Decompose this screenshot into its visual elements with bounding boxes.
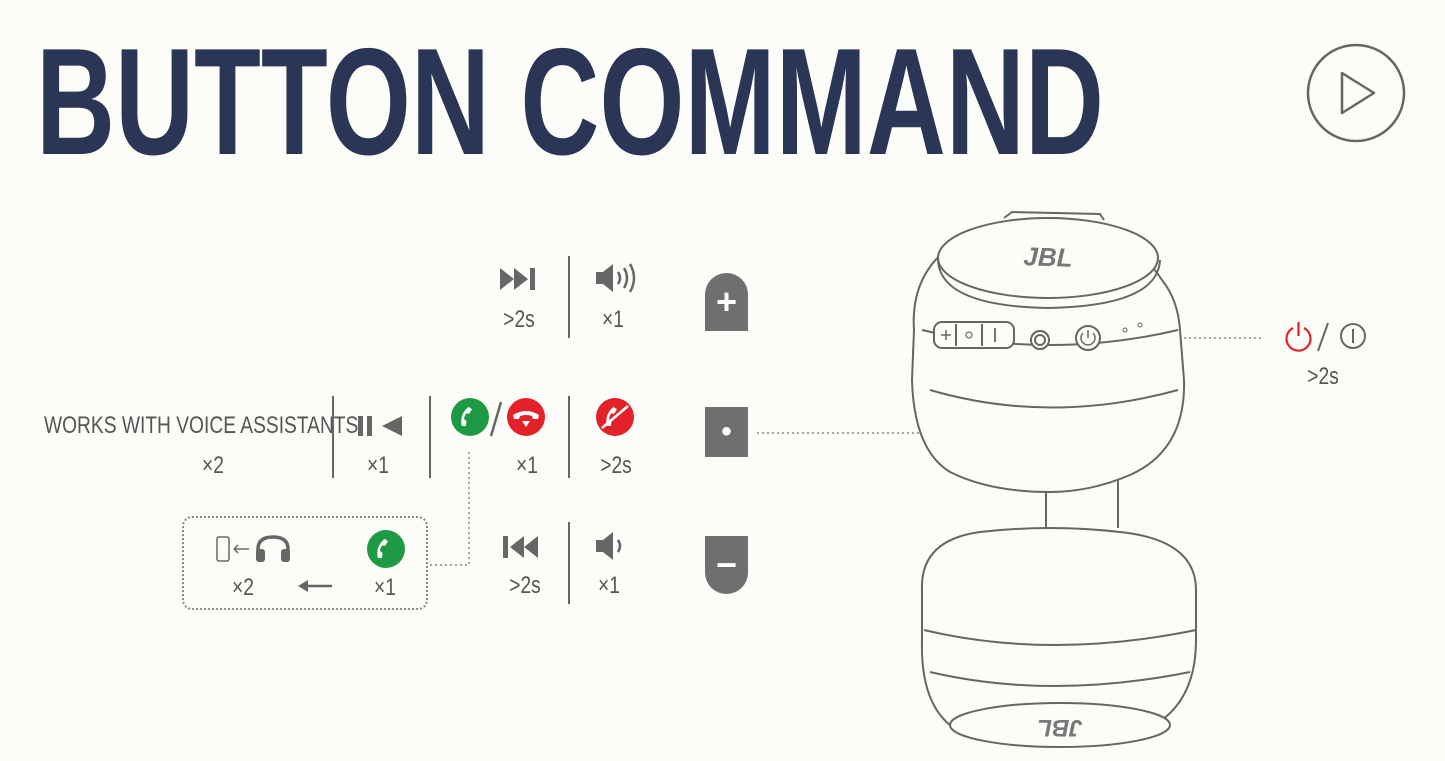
transfer-label: ×2 xyxy=(232,574,254,601)
volume-up-label: ×1 xyxy=(602,306,624,333)
volume-up-icon xyxy=(596,263,640,298)
headphones-illustration: JBL JBL xyxy=(900,210,1210,750)
divider xyxy=(568,522,570,604)
divider xyxy=(568,256,570,338)
phone-call-icon xyxy=(367,530,407,575)
play-pause-icon xyxy=(358,414,404,443)
volume-down-label: ×1 xyxy=(598,572,620,599)
previous-track-label: >2s xyxy=(509,572,541,599)
divider xyxy=(429,396,431,478)
power-label: >2s xyxy=(1307,363,1339,390)
page-title: BUTTON COMMAND xyxy=(36,17,1104,187)
voice-assistant-text: WORKS WITH VOICE ASSISTANTS xyxy=(44,412,359,439)
reject-call-label: >2s xyxy=(600,452,632,479)
answer-end-call-label: ×1 xyxy=(516,452,538,479)
brand-top: JBL xyxy=(1023,241,1073,273)
minus-button[interactable]: − xyxy=(705,536,748,594)
plus-button[interactable]: + xyxy=(705,273,748,331)
play-pause-label: ×1 xyxy=(367,452,389,479)
play-icon xyxy=(1306,43,1406,143)
answer-end-call-icon xyxy=(451,398,551,445)
voice-assistant-label: ×2 xyxy=(202,452,224,479)
reject-call-icon xyxy=(596,398,636,443)
next-track-icon xyxy=(500,266,544,297)
volume-down-icon xyxy=(596,531,630,566)
arrow-left-icon xyxy=(298,578,332,599)
brand-bottom: JBL xyxy=(1037,714,1082,741)
play-button[interactable] xyxy=(1306,43,1406,143)
divider xyxy=(568,396,570,478)
multifunction-button[interactable]: • xyxy=(705,407,748,457)
power-icon xyxy=(1284,319,1368,358)
call-transfer-box xyxy=(182,516,428,610)
previous-track-icon xyxy=(503,534,547,565)
phone-to-headphones-icon xyxy=(216,534,292,569)
next-track-label: >2s xyxy=(503,306,535,333)
divider xyxy=(332,396,334,478)
call-label: ×1 xyxy=(374,574,396,601)
